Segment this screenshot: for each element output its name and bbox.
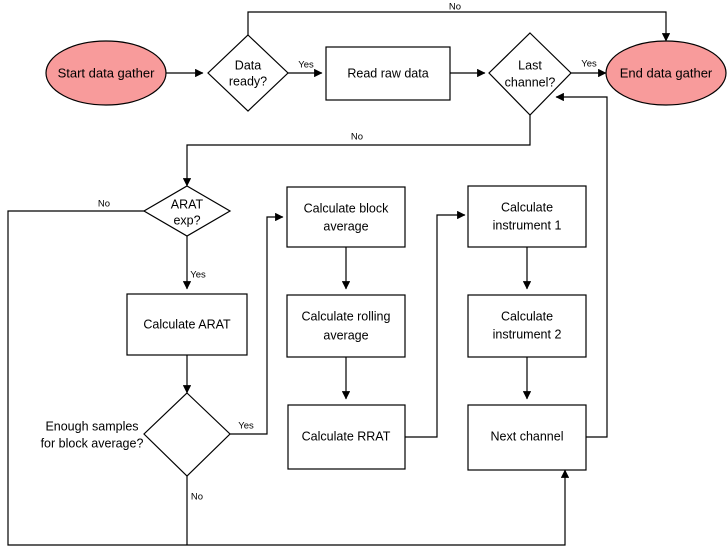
edge-label-arat-exp-yes: Yes [190, 270, 206, 281]
arat-exp-label-line2: exp? [173, 213, 200, 227]
connector-arat-exp-no-to-next-channel [7, 210, 570, 546]
node-last-channel[interactable]: Last channel? [488, 32, 572, 116]
enough-samples-label-line1: Enough samples [45, 419, 138, 433]
node-read-raw-data[interactable]: Read raw data [325, 46, 451, 101]
connector-data-ready-no-to-end [247, 11, 671, 42]
edge-label-data-ready-no: No [449, 2, 461, 13]
calculate-block-average-label-line1: Calculate block [304, 201, 390, 215]
calculate-rolling-average-label-line1: Calculate rolling [302, 309, 391, 323]
calculate-block-average-label-line2: average [323, 219, 368, 233]
calculate-instrument-2-box [467, 294, 587, 358]
start-label: Start data gather [58, 65, 156, 80]
last-channel-diamond [488, 32, 572, 116]
end-ellipse [605, 40, 727, 106]
node-data-ready[interactable]: Data ready? [207, 34, 289, 112]
calculate-arat-box [126, 293, 248, 356]
calculate-rrat-label: Calculate RRAT [302, 429, 391, 443]
calculate-block-average-box [286, 186, 406, 248]
calculate-instrument-2-label-line2: instrument 2 [493, 327, 562, 341]
calculate-instrument-1-label-line1: Calculate [501, 200, 553, 214]
arat-exp-diamond [142, 185, 232, 237]
next-channel-box [467, 404, 587, 471]
node-calculate-instrument-2[interactable]: Calculate instrument 2 [467, 294, 587, 358]
node-enough-samples[interactable]: Enough samples for block average? [41, 392, 231, 477]
edge-label-last-channel-no: No [351, 132, 363, 143]
node-next-channel[interactable]: Next channel [467, 404, 587, 471]
end-label: End data gather [620, 65, 713, 80]
data-ready-diamond [207, 34, 289, 112]
calculate-instrument-1-box [467, 185, 587, 248]
data-ready-label-line1: Data [235, 58, 261, 72]
enough-samples-diamond [143, 392, 231, 477]
connector-enough-samples-yes-to-calc-block-avg [230, 212, 284, 435]
edge-label-data-ready-yes: Yes [298, 60, 314, 71]
node-calculate-rrat[interactable]: Calculate RRAT [287, 404, 406, 470]
node-end-data-gather[interactable]: End data gather [605, 40, 727, 106]
calculate-instrument-2-label-line1: Calculate [501, 309, 553, 323]
data-ready-label-line2: ready? [229, 74, 267, 88]
last-channel-label-line2: channel? [505, 75, 556, 89]
node-calculate-block-average[interactable]: Calculate block average [286, 186, 406, 248]
node-calculate-rolling-average[interactable]: Calculate rolling average [286, 294, 406, 358]
read-raw-data-label: Read raw data [347, 66, 428, 80]
node-calculate-arat[interactable]: Calculate ARAT [126, 293, 248, 356]
calculate-rolling-average-label-line2: average [323, 328, 368, 342]
last-channel-label-line1: Last [518, 58, 542, 72]
connector-calc-rrat-to-calc-instrument-1 [405, 210, 466, 438]
node-start-data-gather[interactable]: Start data gather [45, 40, 167, 106]
calculate-rolling-average-box [286, 294, 406, 358]
edge-label-arat-exp-no: No [98, 199, 110, 210]
start-ellipse [45, 40, 167, 106]
connector-last-channel-no-to-arat-exp [182, 115, 531, 187]
edge-label-last-channel-yes: Yes [581, 59, 597, 70]
read-raw-data-box [325, 46, 451, 101]
arat-exp-label-line1: ARAT [171, 197, 204, 211]
edge-label-enough-samples-yes: Yes [238, 421, 254, 432]
next-channel-label: Next channel [491, 429, 564, 443]
calculate-instrument-1-label-line2: instrument 1 [493, 218, 562, 232]
enough-samples-label-line2: for block average? [41, 436, 144, 450]
calculate-arat-label: Calculate ARAT [143, 317, 231, 331]
calculate-rrat-box [287, 404, 406, 470]
node-calculate-instrument-1[interactable]: Calculate instrument 1 [467, 185, 587, 248]
edge-label-enough-samples-no: No [191, 492, 203, 503]
connector-next-channel-to-last-channel [555, 92, 608, 438]
node-arat-exp[interactable]: ARAT exp? [142, 185, 232, 237]
